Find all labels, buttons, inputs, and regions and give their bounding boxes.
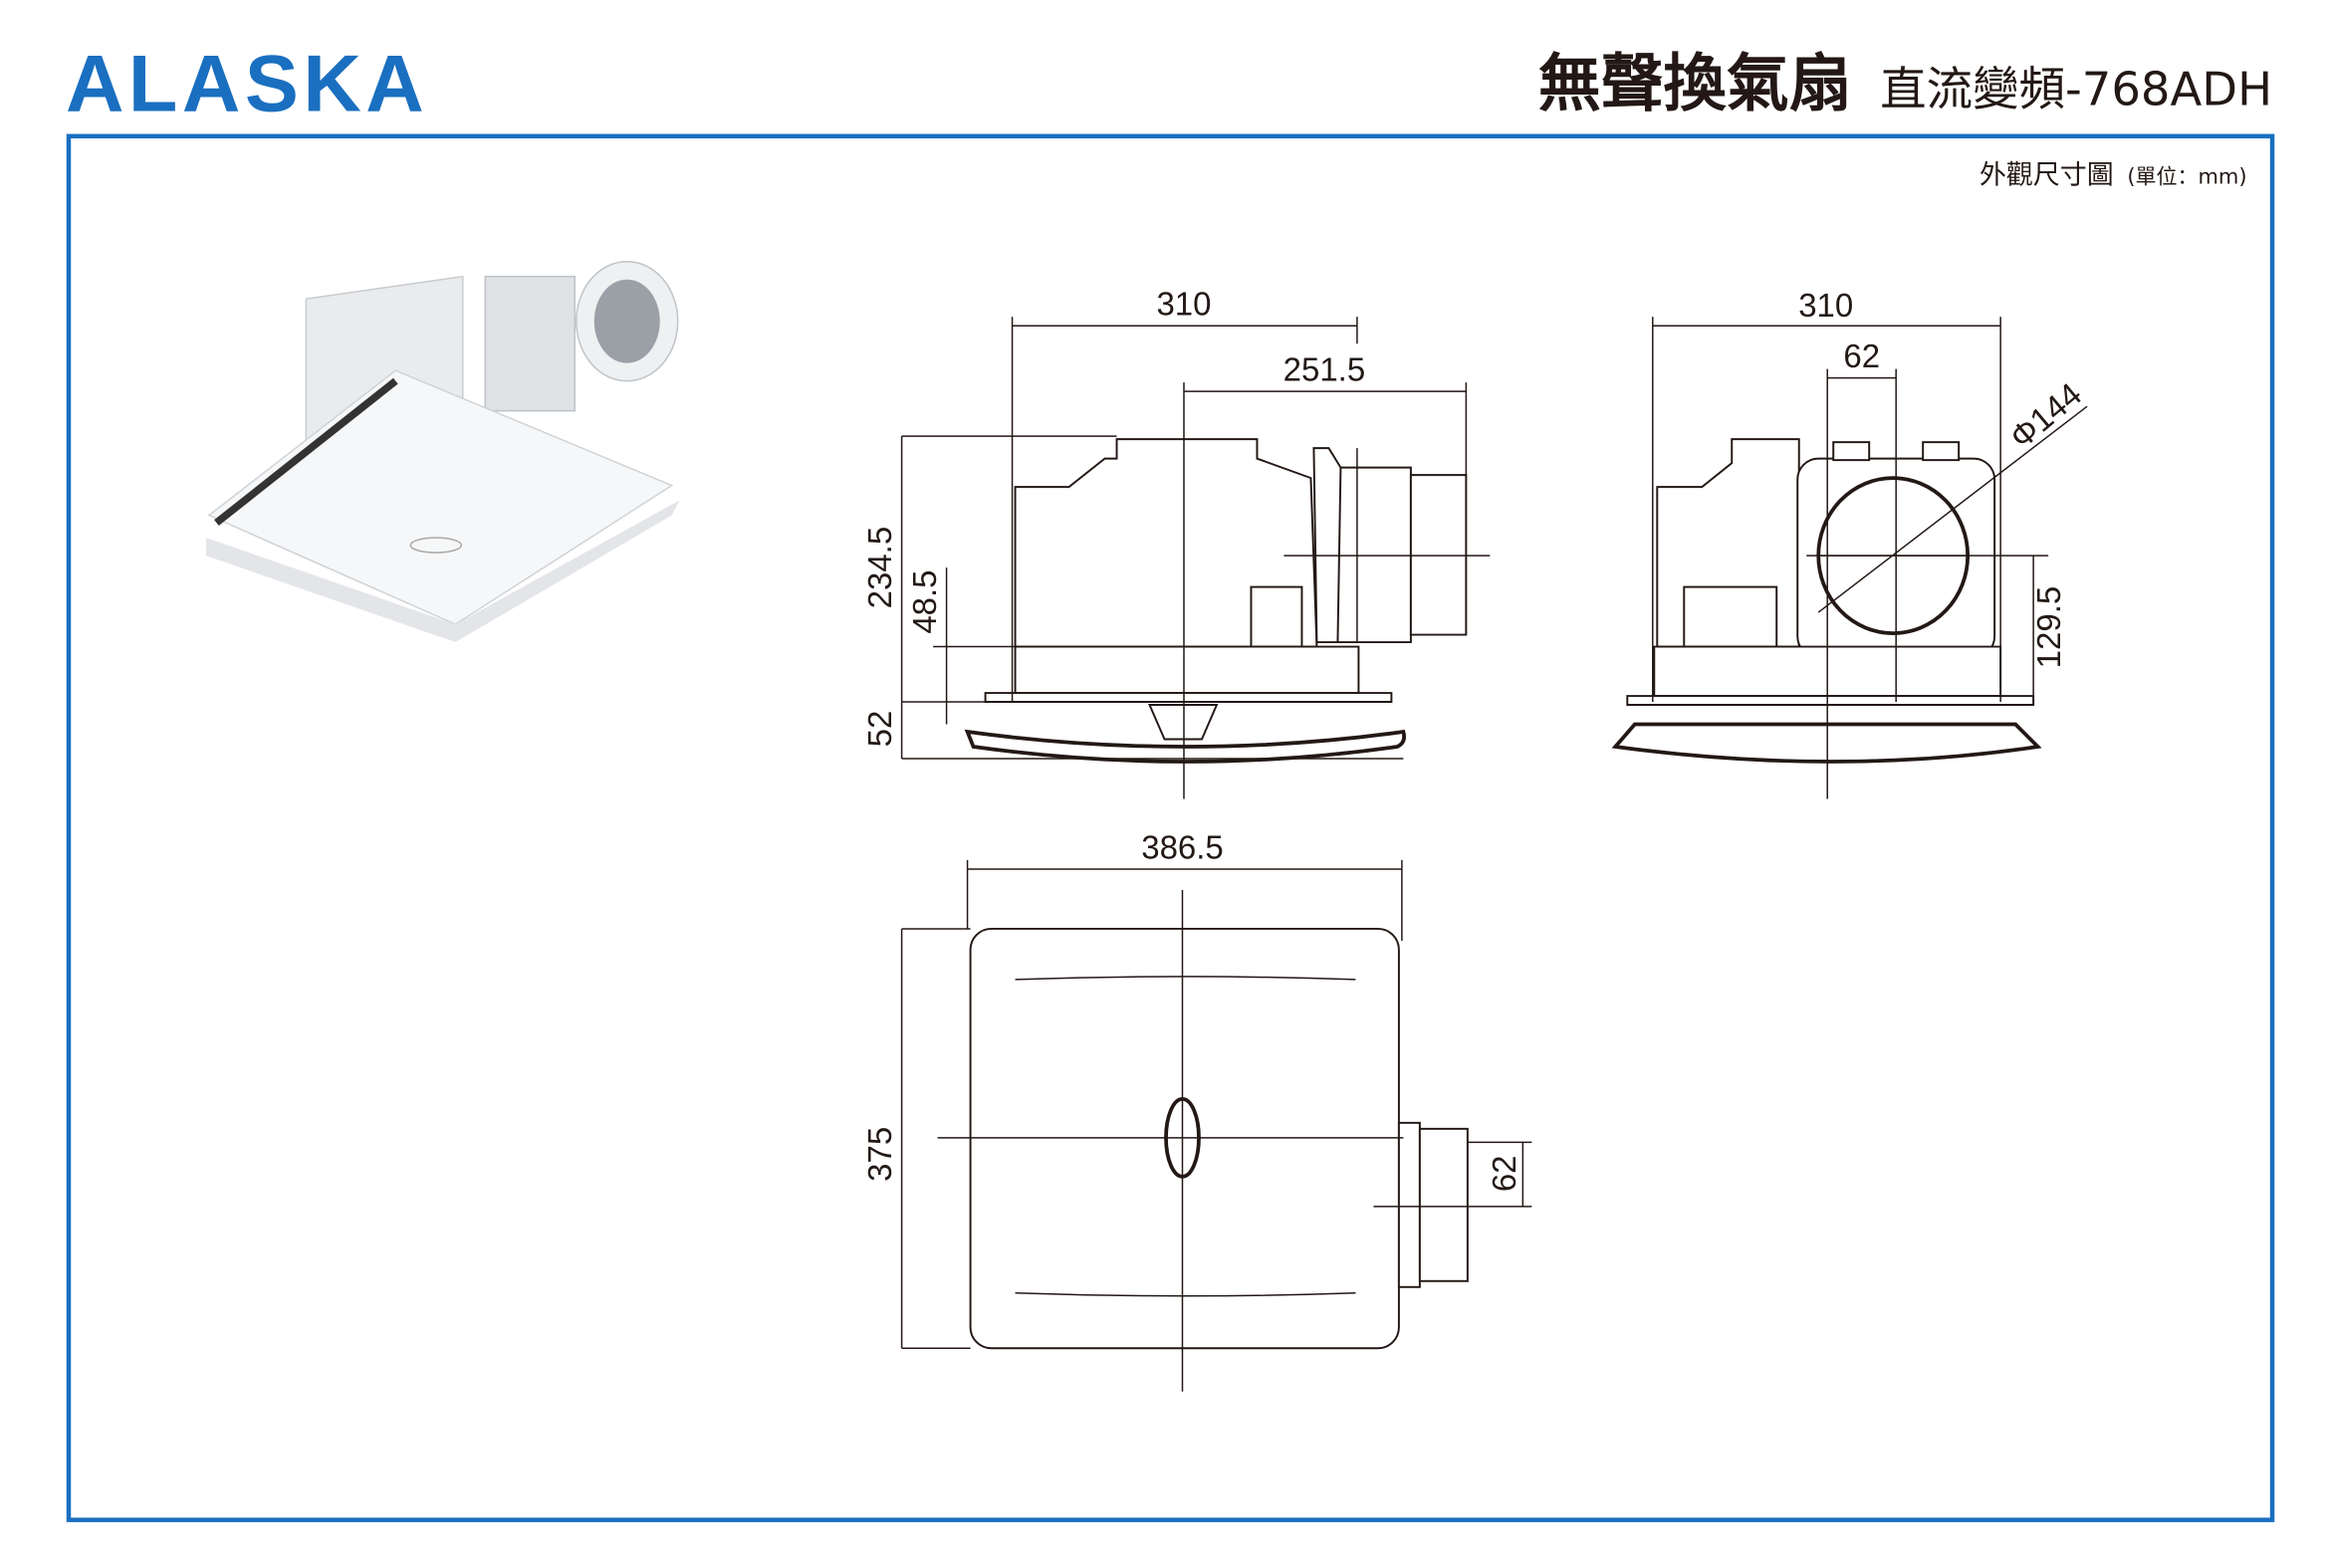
side-view: 310 251.5 234.5 48.5 52 (861, 286, 1491, 799)
dim-top-depth: 375 (861, 1127, 898, 1182)
title-sub: 直流變頻-768ADH (1880, 62, 2272, 115)
dim-front-duct-center-height: 129.5 (2030, 586, 2067, 669)
front-view: 310 62 Φ144 129.5 (1611, 287, 2088, 799)
dim-side-width: 310 (1156, 286, 1211, 323)
drawing-caption: 外觀尺寸圖 (單位：mm) (1980, 160, 2247, 191)
top-view: 386.5 375 62 (861, 828, 1532, 1392)
dim-top-duct-width: 62 (1486, 1155, 1522, 1192)
dim-front-duct-gap: 62 (1843, 337, 1880, 374)
product-photo (205, 260, 680, 643)
dim-top-width: 386.5 (1141, 828, 1224, 865)
dim-side-duct-height: 48.5 (906, 569, 943, 633)
dim-side-duct-offset: 251.5 (1283, 351, 1366, 388)
dim-front-width: 310 (1798, 287, 1853, 324)
drawing-frame (66, 133, 2275, 1522)
title-main: 無聲換氣扇 (1538, 47, 1852, 119)
dim-side-grille-height: 52 (861, 711, 898, 748)
brand-logo: ALASKA (66, 39, 428, 128)
page-title: 無聲換氣扇 直流變頻-768ADH (1538, 47, 2272, 119)
dim-side-height: 234.5 (861, 527, 898, 609)
